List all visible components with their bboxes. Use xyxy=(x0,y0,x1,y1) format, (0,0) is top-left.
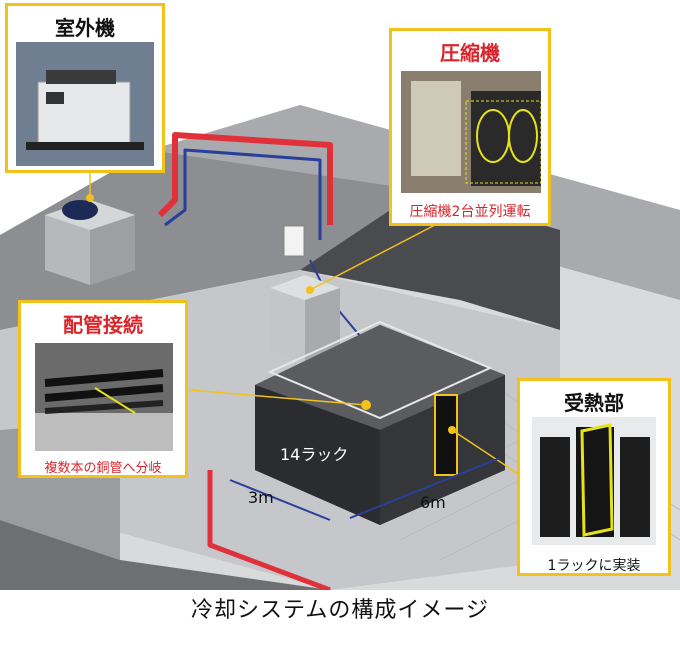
compressor-callout: 圧縮機 圧縮機2台並列運転 xyxy=(389,28,551,226)
heat-receiver-callout: 受熱部 1ラックに実装 xyxy=(517,378,671,576)
width-label: 3m xyxy=(248,488,274,507)
leader-lines xyxy=(89,170,521,476)
room-ceiling-dark xyxy=(0,150,420,330)
piping-title: 配管接続 xyxy=(63,313,143,337)
rack-enclosure xyxy=(86,194,505,525)
piping-caption: 複数本の銅管へ分岐 xyxy=(44,461,162,476)
dimension-arrows xyxy=(229,457,501,521)
piping-photo xyxy=(35,343,173,451)
heat-receiver-caption: 1ラックに実装 xyxy=(547,558,641,574)
heat-receiver-title: 受熱部 xyxy=(564,391,624,415)
outdoor-unit-photo xyxy=(16,42,154,166)
outdoor-unit-callout: 室外機 xyxy=(5,3,165,173)
figure-caption: 冷却システムの構成イメージ xyxy=(191,598,489,623)
front-slab xyxy=(0,520,330,590)
compressor-caption: 圧縮機2台並列運転 xyxy=(409,204,531,220)
compressor-photo xyxy=(401,71,541,193)
rack-count-label: 14ラック xyxy=(280,445,348,464)
outdoor-unit-model xyxy=(45,200,135,285)
heat-receiver-photo xyxy=(532,417,656,545)
compressor-title: 圧縮機 xyxy=(440,41,500,65)
refrigerant-pipes xyxy=(157,132,421,590)
piping-callout: 配管接続 複数本の銅管へ分岐 xyxy=(18,300,188,478)
outdoor-unit-title: 室外機 xyxy=(55,16,115,40)
length-label: 6m xyxy=(420,493,446,512)
